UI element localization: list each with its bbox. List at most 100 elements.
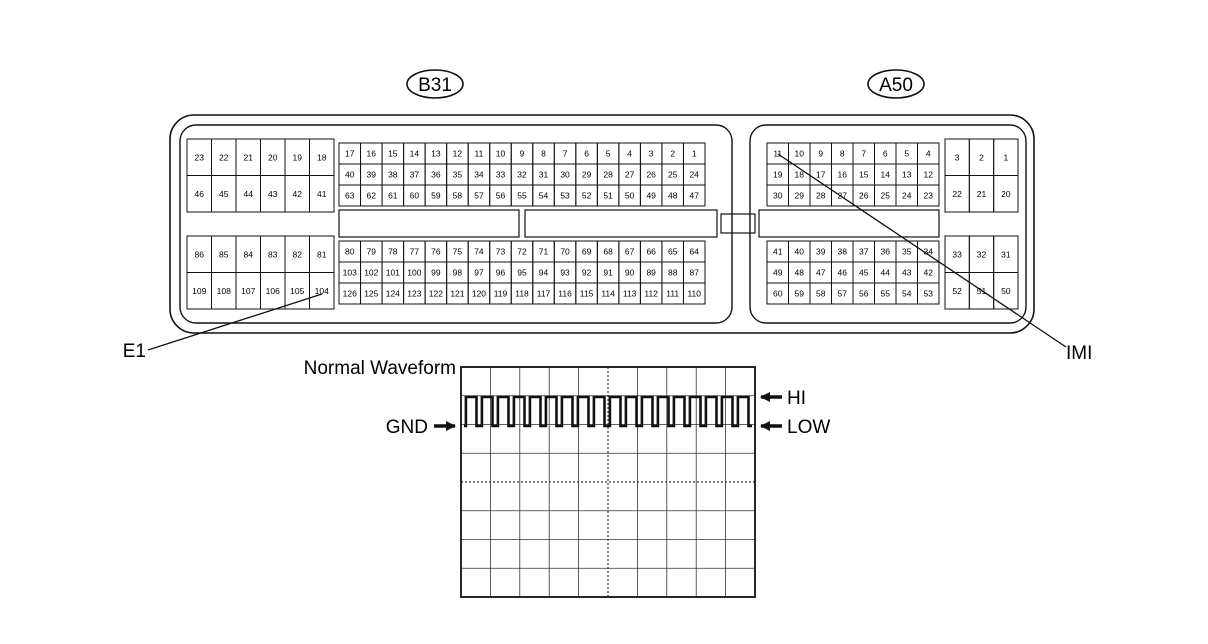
svg-text:92: 92: [582, 268, 592, 278]
svg-text:3: 3: [649, 149, 654, 159]
pin-b31-39: 39: [360, 163, 383, 186]
pin-b31-35: 35: [446, 163, 469, 186]
svg-text:49: 49: [773, 268, 783, 278]
svg-text:15: 15: [388, 149, 398, 159]
svg-text:32: 32: [977, 249, 987, 259]
pin-b31-42: 42: [284, 175, 310, 213]
pin-a50-48: 48: [788, 261, 811, 284]
svg-text:51: 51: [603, 191, 613, 201]
pin-b31-22: 22: [211, 138, 237, 176]
pin-b31-8: 8: [532, 142, 555, 165]
svg-text:22: 22: [952, 189, 962, 199]
pin-b31-33: 33: [489, 163, 512, 186]
svg-text:106: 106: [266, 286, 280, 296]
svg-text:56: 56: [859, 289, 869, 299]
pin-b31-24: 24: [682, 163, 706, 186]
svg-text:5: 5: [606, 149, 611, 159]
pin-b31-77: 77: [403, 240, 426, 263]
pin-b31-38: 38: [381, 163, 405, 186]
a50-latch-slot: [758, 209, 940, 238]
b31-housing: [179, 124, 733, 324]
svg-text:17: 17: [345, 149, 355, 159]
hi-label: HI: [787, 388, 806, 409]
pin-b31-96: 96: [489, 261, 512, 284]
pin-b31-6: 6: [575, 142, 598, 165]
svg-text:14: 14: [410, 149, 420, 159]
svg-text:82: 82: [293, 249, 303, 259]
svg-text:34: 34: [924, 247, 934, 257]
pin-b31-108: 108: [211, 272, 237, 310]
svg-text:65: 65: [668, 247, 678, 257]
pin-b31-15: 15: [381, 142, 405, 165]
svg-text:12: 12: [453, 149, 463, 159]
svg-text:1: 1: [692, 149, 697, 159]
ecu-housing-outer: [169, 114, 1035, 334]
pin-a50-53: 53: [917, 282, 940, 305]
svg-text:20: 20: [1001, 189, 1011, 199]
pin-b31-73: 73: [489, 240, 512, 263]
waveform-title: Normal Waveform: [304, 358, 456, 379]
pin-b31-117: 117: [532, 282, 555, 305]
pin-a50-17: 17: [809, 163, 832, 186]
pin-b31-120: 120: [467, 282, 491, 305]
svg-text:21: 21: [244, 152, 254, 162]
svg-text:88: 88: [668, 268, 678, 278]
svg-text:54: 54: [539, 191, 549, 201]
pin-b31-67: 67: [618, 240, 641, 263]
pin-b31-43: 43: [260, 175, 286, 213]
svg-text:40: 40: [345, 170, 355, 180]
svg-text:47: 47: [816, 268, 826, 278]
svg-text:35: 35: [453, 170, 463, 180]
pin-a50-45: 45: [852, 261, 875, 284]
svg-text:7: 7: [563, 149, 568, 159]
pin-a50-54: 54: [895, 282, 918, 305]
pin-b31-36: 36: [424, 163, 448, 186]
pin-b31-81: 81: [309, 235, 335, 273]
pin-b31-49: 49: [639, 184, 663, 207]
pin-b31-121: 121: [446, 282, 469, 305]
pin-a50-3: 3: [944, 138, 970, 176]
pin-b31-122: 122: [424, 282, 448, 305]
svg-text:91: 91: [603, 268, 613, 278]
svg-text:36: 36: [431, 170, 441, 180]
pin-b31-16: 16: [360, 142, 383, 165]
svg-text:35: 35: [902, 247, 912, 257]
svg-text:95: 95: [517, 268, 527, 278]
pin-a50-56: 56: [852, 282, 875, 305]
svg-text:117: 117: [537, 289, 551, 299]
pin-b31-65: 65: [661, 240, 684, 263]
svg-text:2: 2: [670, 149, 675, 159]
svg-text:25: 25: [881, 191, 891, 201]
pin-b31-26: 26: [639, 163, 663, 186]
pin-b31-118: 118: [510, 282, 534, 305]
pin-a50-1: 1: [993, 138, 1019, 176]
svg-text:48: 48: [795, 268, 805, 278]
svg-text:109: 109: [192, 286, 206, 296]
pin-b31-31: 31: [532, 163, 555, 186]
pin-b31-3: 3: [639, 142, 663, 165]
pin-a50-14: 14: [874, 163, 897, 186]
svg-text:42: 42: [924, 268, 934, 278]
pin-b31-101: 101: [381, 261, 405, 284]
svg-text:87: 87: [690, 268, 700, 278]
pin-b31-18: 18: [309, 138, 335, 176]
svg-text:54: 54: [902, 289, 912, 299]
pin-b31-76: 76: [424, 240, 448, 263]
pin-a50-41: 41: [766, 240, 789, 263]
pin-b31-10: 10: [489, 142, 512, 165]
svg-text:17: 17: [816, 170, 826, 180]
svg-text:43: 43: [268, 189, 278, 199]
svg-text:58: 58: [816, 289, 826, 299]
svg-text:25: 25: [668, 170, 678, 180]
pin-b31-1: 1: [682, 142, 706, 165]
waveform-trace: [464, 395, 752, 428]
svg-text:62: 62: [367, 191, 377, 201]
pin-a50-21: 21: [968, 175, 995, 213]
pin-b31-17: 17: [338, 142, 362, 165]
pin-a50-42: 42: [917, 261, 940, 284]
svg-text:16: 16: [367, 149, 377, 159]
